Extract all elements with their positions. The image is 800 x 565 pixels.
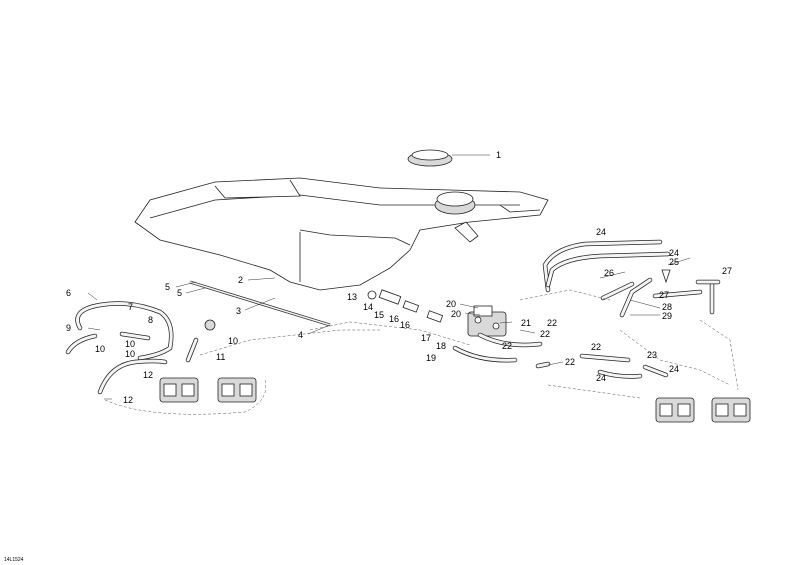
left-fuel-hoses <box>65 301 216 395</box>
fuel-tank <box>134 177 549 291</box>
callout-9: 16 <box>389 314 399 324</box>
callout-24: 6 <box>66 288 71 298</box>
callout-14: 21 <box>521 318 531 328</box>
callout-16: 20 <box>446 299 456 309</box>
callout-30: 26 <box>604 268 614 278</box>
fuel-hoses <box>452 239 721 379</box>
callout-10: 16 <box>400 320 410 330</box>
callout-6: 3 <box>236 306 241 316</box>
callout-5: 4 <box>298 330 303 340</box>
callout-12: 24 <box>596 227 606 237</box>
callout-10: 15 <box>374 310 384 320</box>
callout-11: 18 <box>436 341 446 351</box>
callout-1: 2 <box>238 275 243 285</box>
callout-15: 22 <box>547 318 557 328</box>
callout-2: 1 <box>496 150 501 160</box>
callout-20: 24 <box>596 373 606 383</box>
callout-27: 29 <box>662 311 672 321</box>
callout-19: 24 <box>669 364 679 374</box>
fuel-pump-assembly <box>367 289 507 337</box>
leader-lines <box>87 257 691 400</box>
fuel-rod <box>189 280 331 327</box>
callout-29: 28 <box>662 302 672 312</box>
callout-13: 22 <box>565 357 575 367</box>
callout-23: 10 <box>228 336 238 346</box>
callout-28: 25 <box>669 257 679 267</box>
callout-18: 23 <box>647 350 657 360</box>
callout-26: 24 <box>669 248 679 258</box>
callout-7: 14 <box>363 302 373 312</box>
callout-12: 19 <box>426 353 436 363</box>
callout-20: 27 <box>722 266 732 276</box>
callout-24: 9 <box>66 323 71 333</box>
callout-21: 20 <box>451 309 461 319</box>
callout-24: 10 <box>125 349 135 359</box>
routing-lines <box>104 289 739 415</box>
callout-5: 5 <box>177 288 182 298</box>
callout-4: 5 <box>165 282 170 292</box>
right-throttle-bodies <box>655 397 751 423</box>
callout-17: 22 <box>591 342 601 352</box>
callout-16: 22 <box>502 341 512 351</box>
callout-8: 13 <box>347 292 357 302</box>
callout-labels: 1 2 3 4 5 5 6 7 8 9 10 10 10 10 11 12 12… <box>4 150 732 563</box>
callout-25: 10 <box>125 339 135 349</box>
callout-10: 17 <box>421 333 431 343</box>
fuel-cap <box>407 149 490 167</box>
callout-24: 11 <box>216 352 225 362</box>
callout-3: 12 <box>123 395 133 405</box>
left-throttle-bodies <box>159 377 257 403</box>
callout-22: 12 <box>143 370 153 380</box>
callout-22: 7 <box>128 302 133 312</box>
reference-code: 14L1524 <box>4 557 24 563</box>
callout-10: 22 <box>540 329 550 339</box>
callout-22: 8 <box>148 315 153 325</box>
callout-22: 10 <box>95 344 105 354</box>
callout-27: 27 <box>659 290 669 300</box>
